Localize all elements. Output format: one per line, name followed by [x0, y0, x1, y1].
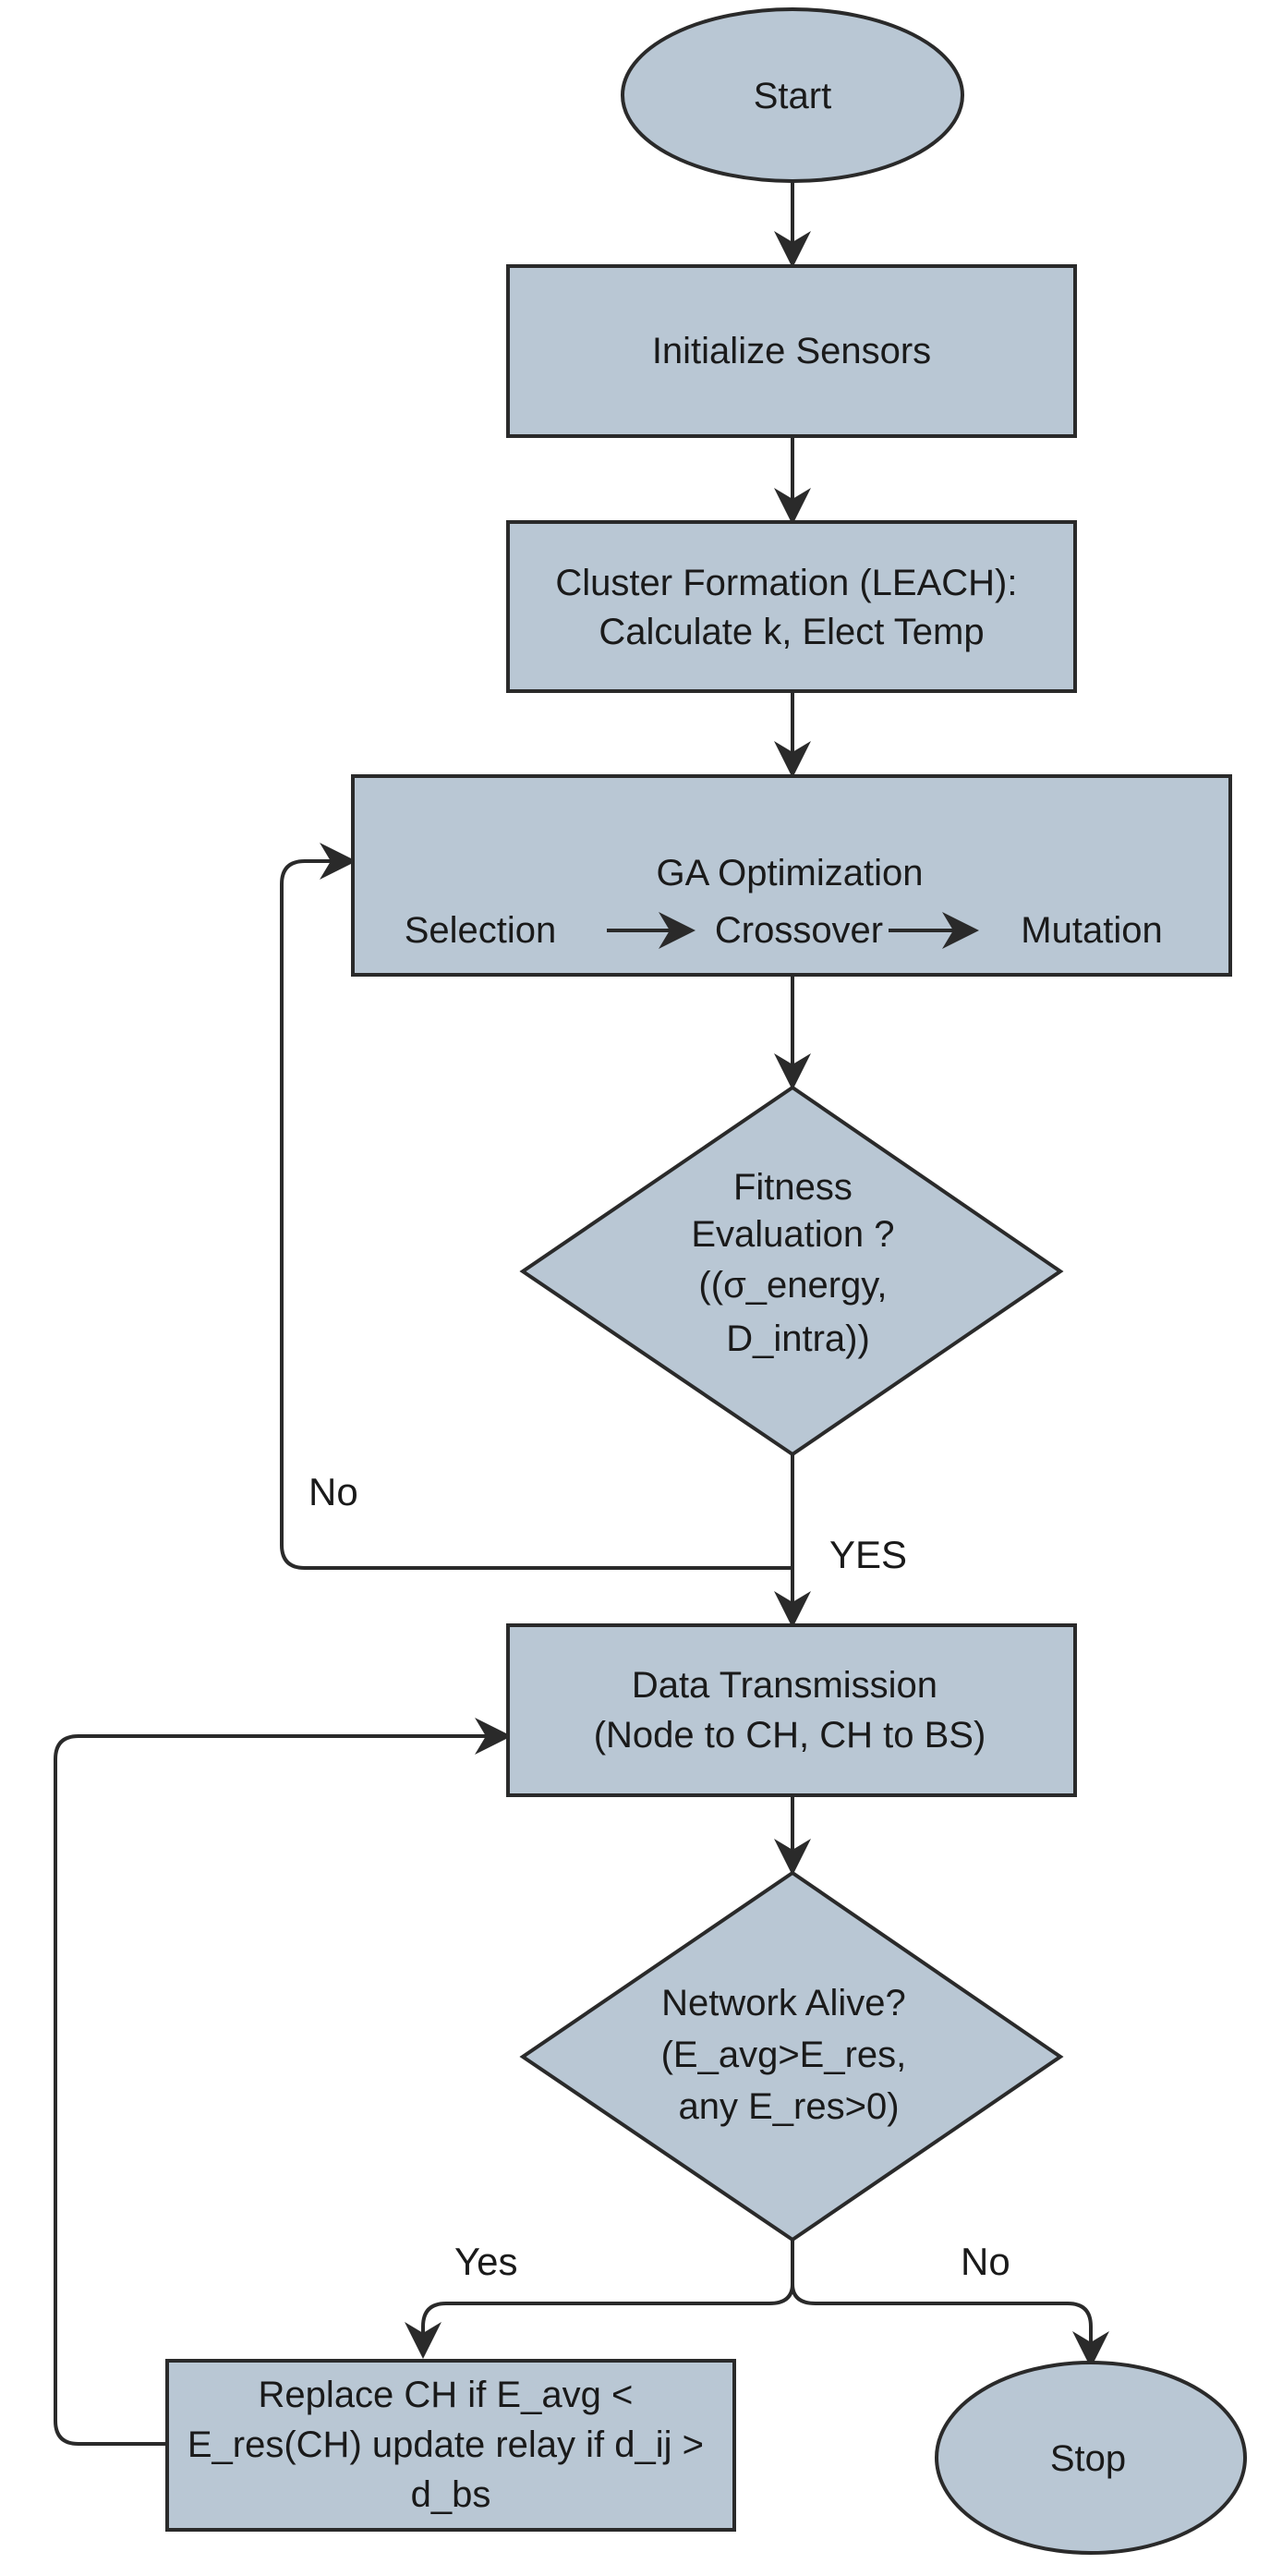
- svg-text:Start: Start: [754, 76, 831, 116]
- svg-text:Data Transmission (Node: Data Transmission (Node to CH, CH to BS): [594, 1665, 986, 1756]
- fitness-line-2: Evaluation ?: [691, 1214, 894, 1255]
- fitness-line-1: Fitness: [733, 1167, 853, 1208]
- svg-text:YES: YES: [829, 1533, 907, 1576]
- edge-label-alive-yes: Yes: [454, 2240, 518, 2283]
- node-network-alive: Network Alive? (E_avg>E_res, any E_res>0…: [519, 1870, 1064, 2242]
- svg-text:Yes: Yes: [454, 2240, 518, 2283]
- svg-text:Fitness Evaluation ?: Fitness Evaluation ? ((σ_energy, D_intra…: [691, 1167, 904, 1359]
- stop-ellipse: [935, 2361, 1247, 2555]
- cluster-line-1: Cluster Formation (LEACH):: [555, 563, 1017, 603]
- node-start: Start: [621, 7, 964, 183]
- svg-text:No: No: [308, 1470, 358, 1513]
- replace-line-3: d_bs: [411, 2474, 491, 2515]
- ga-box: [351, 774, 1232, 977]
- svg-text:Initialize Sensors: Initialize Sensors: [652, 331, 931, 371]
- stop-label: Stop: [1050, 2438, 1126, 2479]
- alive-line-1: Network Alive?: [661, 1983, 906, 2023]
- svg-text:Mutation: Mutation: [1021, 910, 1162, 951]
- transmit-line-2: (Node to CH, CH to BS): [594, 1715, 986, 1756]
- node-cluster-formation: Cluster Formation (LEACH): Calculate k, …: [506, 520, 1077, 693]
- edges: [54, 181, 1109, 2446]
- cluster-line-2: Calculate k, Elect Temp: [599, 612, 984, 652]
- edge-label-fitness-no: No: [308, 1470, 358, 1513]
- node-fitness-evaluation: Fitness Evaluation ? ((σ_energy, D_intra…: [519, 1085, 1064, 1457]
- alive-line-3: any E_res>0): [678, 2086, 899, 2127]
- replace-line-1: Replace CH if E_avg <: [259, 2375, 634, 2415]
- node-replace-ch: Replace CH if E_avg < E_res(CH) update r…: [165, 2359, 736, 2532]
- fitness-line-3: ((σ_energy,: [698, 1265, 887, 1306]
- alive-diamond: [519, 1870, 1064, 2242]
- start-ellipse: [621, 7, 964, 183]
- transmit-line-1: Data Transmission: [632, 1665, 937, 1706]
- init-label: Initialize Sensors: [652, 331, 931, 371]
- svg-text:Selection: Selection: [405, 910, 557, 951]
- edge-label-fitness-yes: YES: [829, 1533, 907, 1576]
- edge-alive-no-to-stop: [791, 2283, 1109, 2368]
- ga-title: GA Optimization: [656, 853, 923, 893]
- node-data-transmission: Data Transmission (Node to CH, CH to BS): [506, 1623, 1077, 1797]
- svg-text:Crossover: Crossover: [715, 910, 883, 951]
- start-label: Start: [754, 76, 831, 116]
- svg-text:Replace CH if E_avg < E_: Replace CH if E_avg < E_res(CH) update r…: [187, 2375, 714, 2515]
- transmit-box: [506, 1623, 1077, 1797]
- edge-label-alive-no: No: [961, 2240, 1010, 2283]
- svg-text:Stop: Stop: [1050, 2438, 1126, 2479]
- svg-text:Network Alive? (E_avg>E_: Network Alive? (E_avg>E_res, any E_res>0…: [661, 1983, 917, 2127]
- node-initialize-sensors: Initialize Sensors: [506, 264, 1077, 438]
- init-box: [506, 264, 1077, 438]
- edge-replace-loop-to-transmit: [54, 1718, 512, 2446]
- edge-fitness-no-loop: [280, 843, 792, 1570]
- replace-box: [165, 2359, 736, 2532]
- node-stop: Stop: [935, 2361, 1247, 2555]
- ga-step-selection: Selection: [405, 910, 557, 951]
- svg-text:Cluster Formation (LEACH):: Cluster Formation (LEACH): Calculate k, …: [555, 563, 1027, 652]
- fitness-line-4: D_intra)): [726, 1318, 870, 1359]
- alive-line-2: (E_avg>E_res,: [661, 2035, 907, 2075]
- replace-line-2: E_res(CH) update relay if d_ij >: [187, 2424, 704, 2465]
- cluster-box: [506, 520, 1077, 693]
- edge-alive-yes-to-replace: [405, 2240, 794, 2359]
- node-ga-optimization: GA Optimization Selection Crossover Muta…: [351, 774, 1232, 977]
- svg-text:GA Optimization: GA Optimization: [656, 853, 923, 893]
- fitness-diamond: [519, 1085, 1064, 1457]
- ga-step-mutation: Mutation: [1021, 910, 1162, 951]
- ga-step-crossover: Crossover: [715, 910, 883, 951]
- svg-text:No: No: [961, 2240, 1010, 2283]
